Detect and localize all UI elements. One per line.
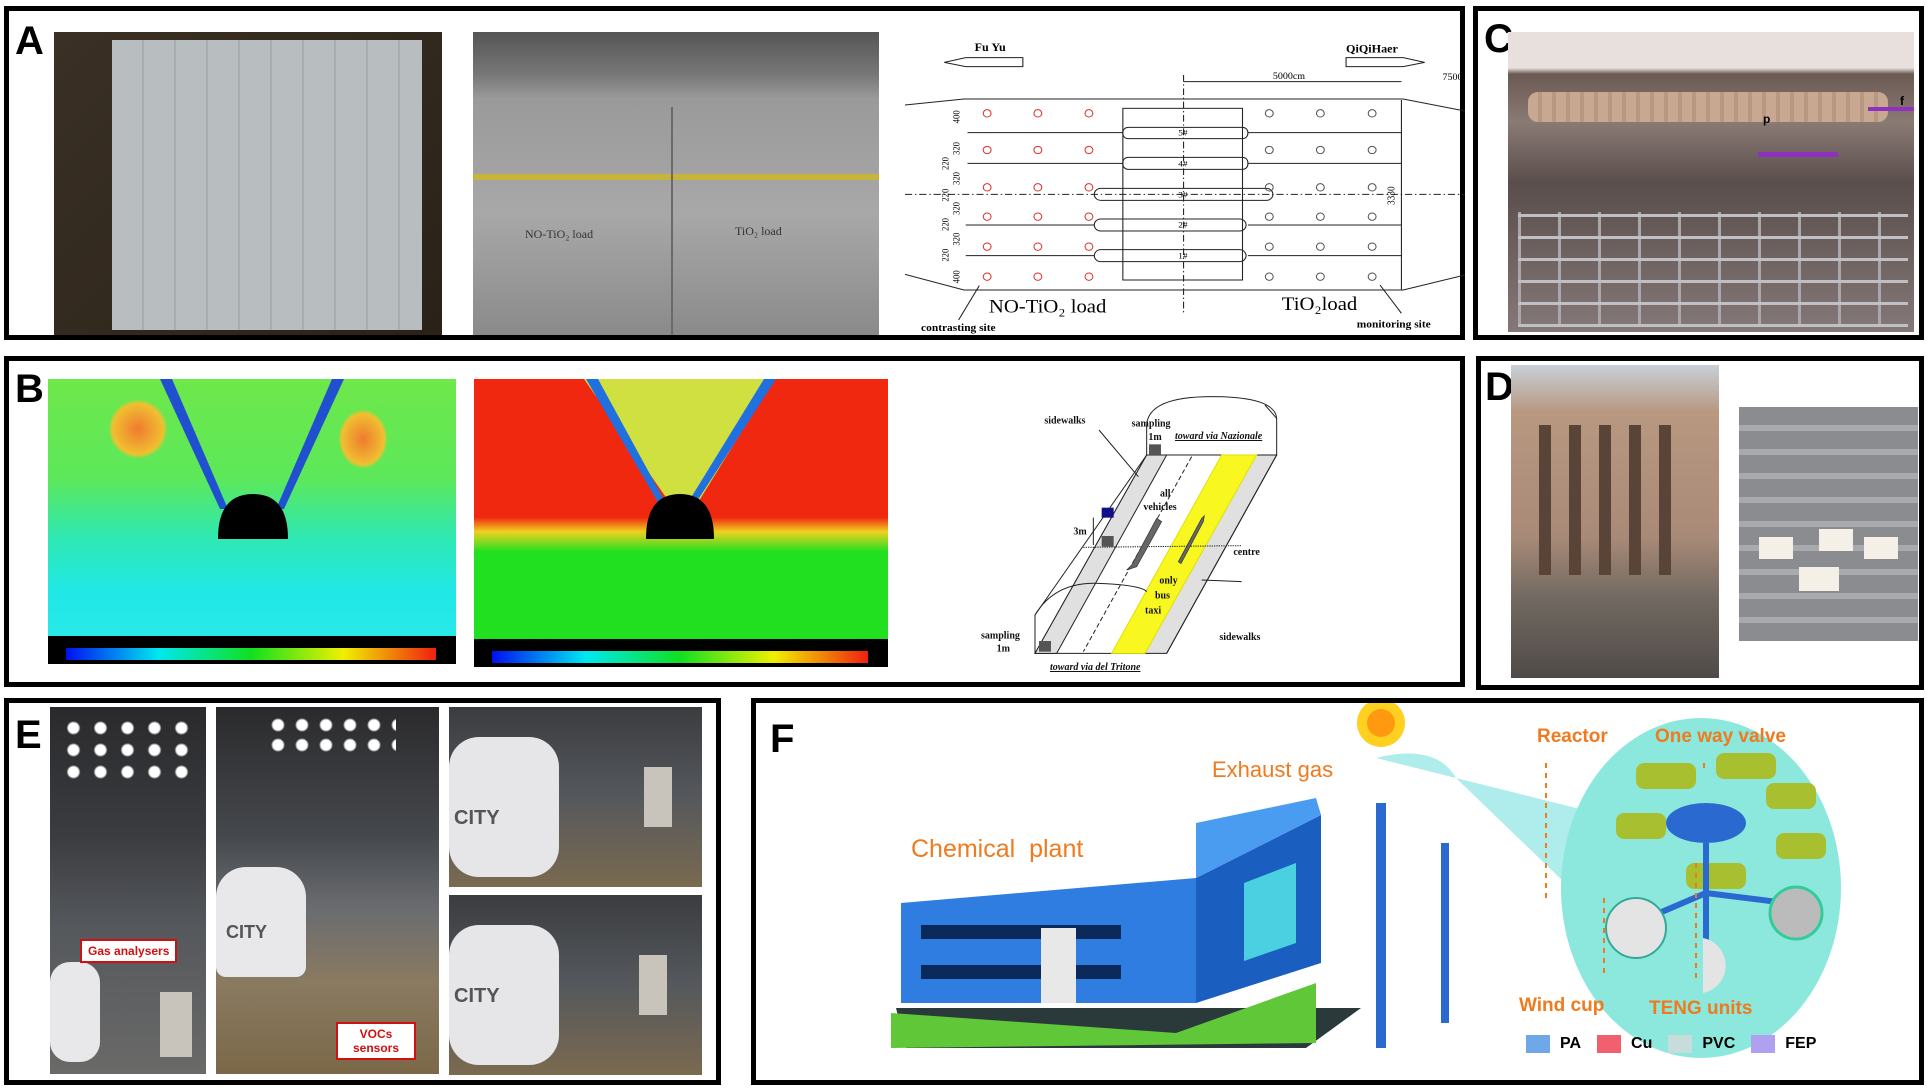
panel-f: F Chemical plant Exhaust gas Reactor One… <box>751 698 1924 1085</box>
label-exhaust-gas: Exhaust gas <box>1212 757 1334 782</box>
label-toward-nazionale: toward via Nazionale <box>1175 431 1263 442</box>
dim-left: 400 <box>951 270 961 283</box>
label-3m: 3m <box>1073 526 1087 537</box>
label-no-tio2-load: NO-TiO₂ load <box>989 296 1106 317</box>
legend-swatch-fep <box>1751 1035 1776 1053</box>
label-qiqihaer: QiQiHaer <box>1346 43 1398 56</box>
lane-tag: 2# <box>1178 220 1188 230</box>
label-sampling-top: sampling <box>1132 419 1171 430</box>
dim-3330: 3330 <box>1386 186 1397 205</box>
photo-label-no-tio2: NO-TiO₂ load <box>525 227 594 241</box>
dim-left: 320 <box>951 142 961 155</box>
label-fu-yu: Fu Yu <box>975 41 1007 54</box>
label-monitoring-site: monitoring site <box>1357 319 1431 331</box>
photo-chamber-2: CITY VOCs sensors <box>216 707 439 1074</box>
photo-concrete-slab <box>54 32 442 335</box>
label-sidewalks-bottom: sidewalks <box>1219 632 1260 643</box>
label-sampling-top-height: 1m <box>1148 432 1162 443</box>
dim-left: 220 <box>940 218 950 231</box>
panel-c: C p f <box>1473 6 1924 340</box>
label-sidewalks-top: sidewalks <box>1044 415 1085 426</box>
dim-left: 220 <box>940 188 950 201</box>
dim-left: 320 <box>951 202 961 215</box>
dim-7500: 7500 <box>1443 72 1463 83</box>
panel-label-f: F <box>770 717 795 761</box>
panel-b: B sidewalks sampling 1m <box>4 356 1465 687</box>
legend-label-cu: Cu <box>1631 1035 1653 1052</box>
lane-tag: 3# <box>1178 190 1188 200</box>
label-centre: centre <box>1233 547 1260 558</box>
callout-gas-analysers: Gas analysers <box>80 939 178 963</box>
label-wind-cup: Wind cup <box>1519 995 1605 1016</box>
photo-road-surface: NO-TiO₂ load TiO₂ load <box>473 32 879 335</box>
photo-label-tio2: TiO₂ load <box>735 224 782 238</box>
legend-swatch-pvc <box>1668 1035 1693 1053</box>
photo-street-building <box>1511 365 1719 678</box>
mark-f: f <box>1900 94 1904 108</box>
dim-left: 320 <box>951 172 961 185</box>
legend-label-pa: PA <box>1560 1035 1582 1052</box>
panel-label-a: A <box>15 19 44 63</box>
dim-left: 220 <box>940 248 950 261</box>
simulation-image-2 <box>474 379 888 667</box>
dim-5000cm: 5000cm <box>1273 71 1306 82</box>
dim-left: 220 <box>940 157 950 170</box>
legend-label-pvc: PVC <box>1702 1035 1736 1052</box>
photo-chamber-3: CITY <box>449 707 702 887</box>
label-teng-units: TENG units <box>1649 998 1753 1019</box>
lane-tag: 4# <box>1178 159 1188 169</box>
colorbar <box>48 636 456 664</box>
dim-left: 400 <box>951 110 961 123</box>
label-toward-tritone: toward via del Tritone <box>1050 662 1141 673</box>
panel-d: D <box>1476 356 1924 690</box>
tunnel-schematic: sidewalks sampling 1m toward via Naziona… <box>981 396 1278 673</box>
panel-label-e: E <box>15 713 42 757</box>
dim-left: 320 <box>951 232 961 245</box>
panel-a: A NO-TiO₂ load TiO₂ load <box>4 6 1465 340</box>
panel-label-b: B <box>15 367 44 411</box>
car-text: CITY <box>454 985 500 1007</box>
label-taxi: taxi <box>1145 605 1161 616</box>
panel-e: E Gas analysers CITY VOCs sensors CITY C… <box>4 698 721 1085</box>
simulation-image-1 <box>48 379 456 664</box>
photo-chamber-1: Gas analysers <box>50 707 206 1074</box>
photo-chamber-4: CITY <box>449 895 702 1075</box>
road-layout-diagram: Fu Yu QiQiHaer 5000cm 7500 3330 5# 4# 3#… <box>905 41 1465 334</box>
label-bus: bus <box>1155 590 1170 601</box>
legend-swatch-cu <box>1597 1035 1622 1053</box>
label-sampling-bottom-height: 1m <box>997 644 1011 655</box>
label-one-way-valve: One way valve <box>1655 726 1786 747</box>
photo-tunnel-ceiling: p f <box>1508 32 1914 332</box>
car-text: CITY <box>454 807 500 829</box>
label-vehicles: vehicles <box>1143 502 1176 513</box>
panel-label-d: D <box>1485 365 1514 409</box>
label-tio2-load: TiO₂load <box>1282 294 1357 315</box>
legend-swatch-pa <box>1526 1035 1550 1053</box>
label-chemical-plant: Chemical plant <box>911 835 1084 863</box>
mark-p: p <box>1763 112 1771 126</box>
callout-vocs-sensors: VOCs sensors <box>336 1022 416 1060</box>
label-only: only <box>1159 575 1177 586</box>
label-reactor: Reactor <box>1537 726 1608 747</box>
car-text: CITY <box>226 922 268 942</box>
photo-samples-on-steps <box>1739 407 1918 641</box>
lane-tag: 1# <box>1178 251 1188 261</box>
label-sampling-bottom: sampling <box>981 630 1020 641</box>
label-contrasting-site: contrasting site <box>921 322 996 334</box>
material-legend: PA Cu PVC FEP <box>1526 1035 1816 1053</box>
colorbar <box>474 639 888 667</box>
legend-label-fep: FEP <box>1785 1035 1817 1052</box>
chemical-plant-illustration <box>891 703 1841 1058</box>
lane-tag: 5# <box>1178 128 1188 138</box>
label-all: all <box>1160 489 1171 500</box>
